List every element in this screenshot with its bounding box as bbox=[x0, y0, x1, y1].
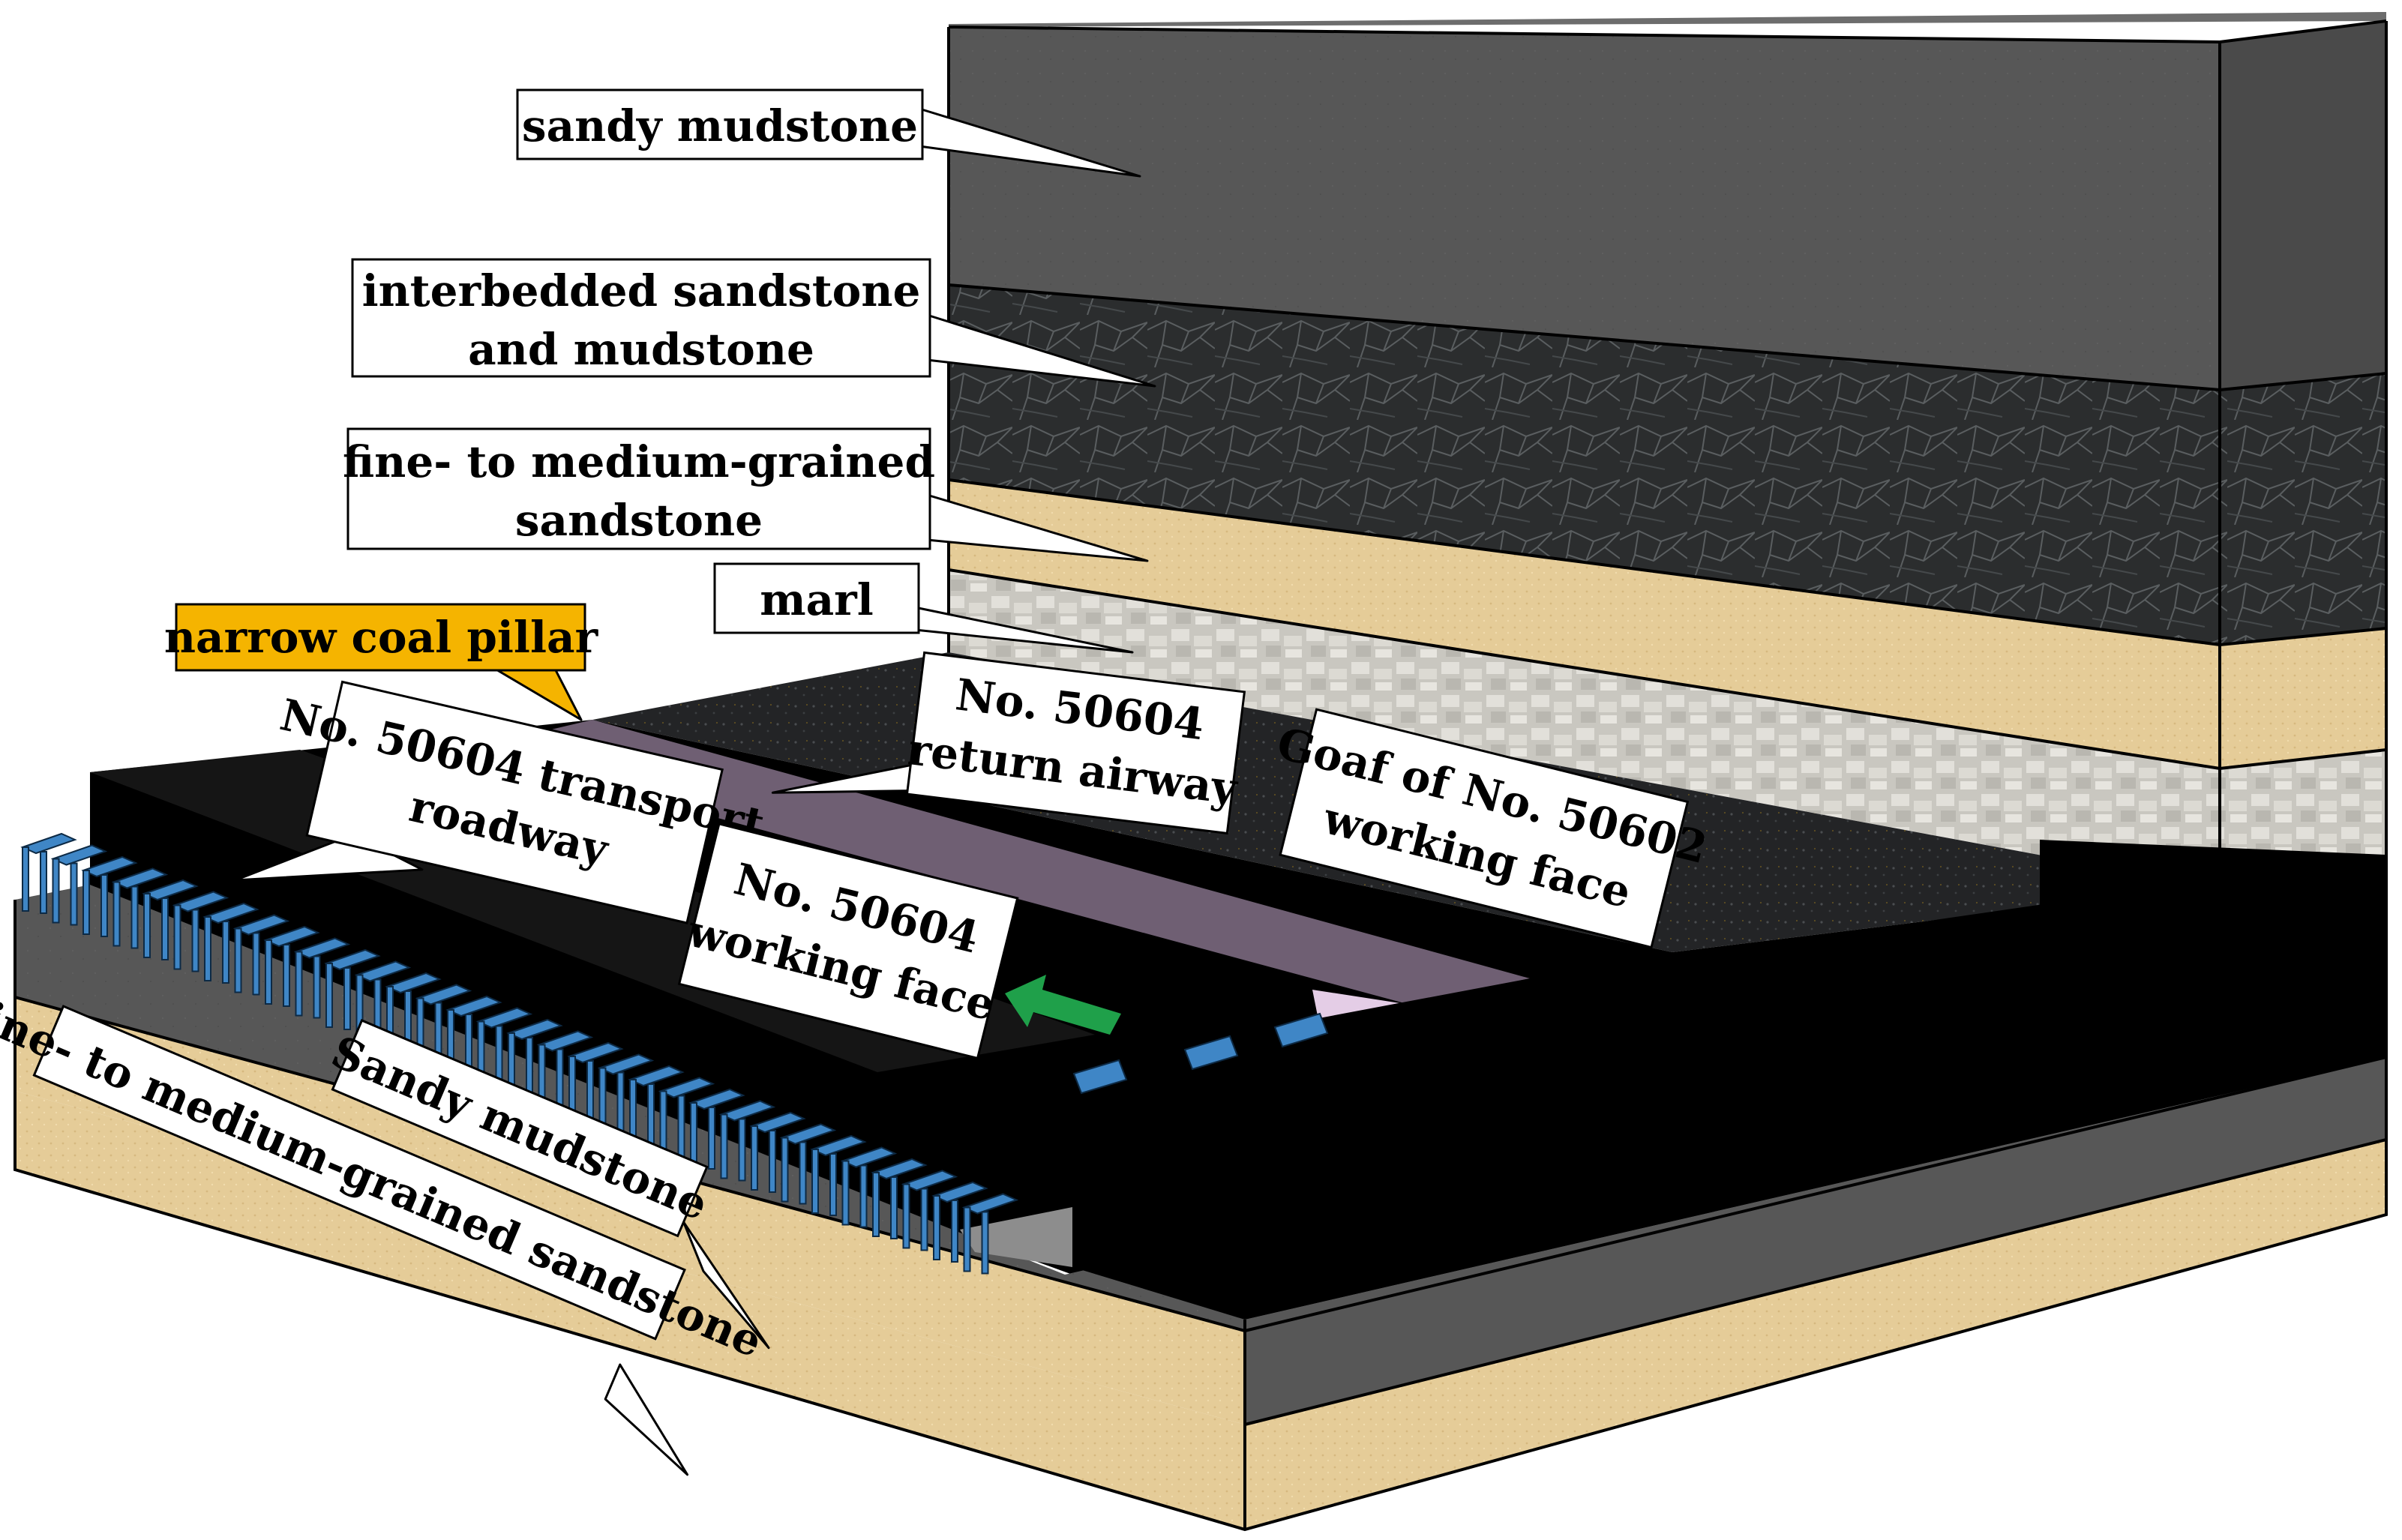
hydraulic-support bbox=[202, 902, 259, 984]
layer-sandy-mudstone-side bbox=[2220, 21, 2386, 390]
hydraulic-support bbox=[810, 1134, 867, 1216]
label-text: sandy mudstone bbox=[522, 100, 918, 151]
hydraulic-support bbox=[1273, 1012, 1329, 1048]
label-text-line2: sandstone bbox=[515, 495, 763, 546]
hydraulic-support bbox=[263, 925, 320, 1007]
label-text-line2: and mudstone bbox=[468, 324, 814, 375]
hydraulic-support bbox=[628, 1065, 685, 1146]
label-marl: marl bbox=[713, 562, 1134, 654]
hydraulic-support bbox=[20, 832, 77, 914]
block-top-face bbox=[949, 12, 2386, 27]
hydraulic-support bbox=[81, 855, 138, 937]
hydraulic-support bbox=[232, 914, 290, 996]
floor-sandstone-front bbox=[1245, 1140, 2386, 1530]
hydraulic-support bbox=[506, 1018, 563, 1100]
label-text: marl bbox=[760, 574, 874, 625]
layer-sandstone-side bbox=[2220, 628, 2386, 769]
layer-sandstone-front bbox=[949, 480, 2220, 769]
hydraulic-support bbox=[293, 937, 351, 1019]
return-airway-strip bbox=[465, 720, 1530, 1005]
layer-sandy-mudstone-front bbox=[949, 27, 2220, 390]
hydraulic-support bbox=[385, 972, 442, 1053]
label-fine-medium-sandstone: fine- to medium-grained sandstone bbox=[343, 427, 1149, 562]
hydraulic-support bbox=[718, 1100, 776, 1182]
hydraulic-support bbox=[779, 1123, 837, 1205]
label-narrow-coal-pillar: narrow coal pillar bbox=[164, 603, 599, 721]
hydraulic-support bbox=[354, 960, 412, 1042]
hydraulic-support bbox=[749, 1111, 806, 1193]
hydraulic-support bbox=[871, 1158, 928, 1239]
label-text-line1: interbedded sandstone bbox=[362, 265, 921, 316]
label-text: narrow coal pillar bbox=[164, 612, 599, 663]
hydraulic-support bbox=[901, 1170, 958, 1251]
arrow-left-icon bbox=[1005, 975, 1121, 1035]
label-sandy-mudstone-top: sandy mudstone bbox=[516, 88, 1141, 178]
hydraulic-support bbox=[324, 948, 381, 1030]
hydraulic-support bbox=[1072, 1059, 1128, 1095]
hydraulic-support bbox=[961, 1193, 1019, 1275]
hydraulic-support bbox=[142, 879, 199, 960]
layer-marl-front bbox=[949, 570, 2220, 888]
hydraulic-support bbox=[50, 844, 108, 926]
label-interbedded: interbedded sandstone and mudstone bbox=[351, 258, 1156, 388]
hydraulic-support bbox=[931, 1181, 988, 1263]
coal-front-wall bbox=[1072, 855, 2386, 1320]
floor-sandy-mudstone-front bbox=[1245, 1057, 2386, 1425]
layer-interbedded-front bbox=[949, 285, 2220, 645]
label-return-airway: No. 50604 return airway bbox=[771, 651, 1246, 835]
hydraulic-supports bbox=[20, 832, 1329, 1275]
label-text-line1: fine- to medium-grained bbox=[343, 436, 935, 487]
hydraulic-support bbox=[172, 891, 229, 972]
hydraulic-support bbox=[111, 867, 169, 949]
layer-interbedded-side bbox=[2220, 373, 2386, 645]
hydraulic-support bbox=[840, 1146, 898, 1228]
hydraulic-support bbox=[1183, 1035, 1239, 1071]
